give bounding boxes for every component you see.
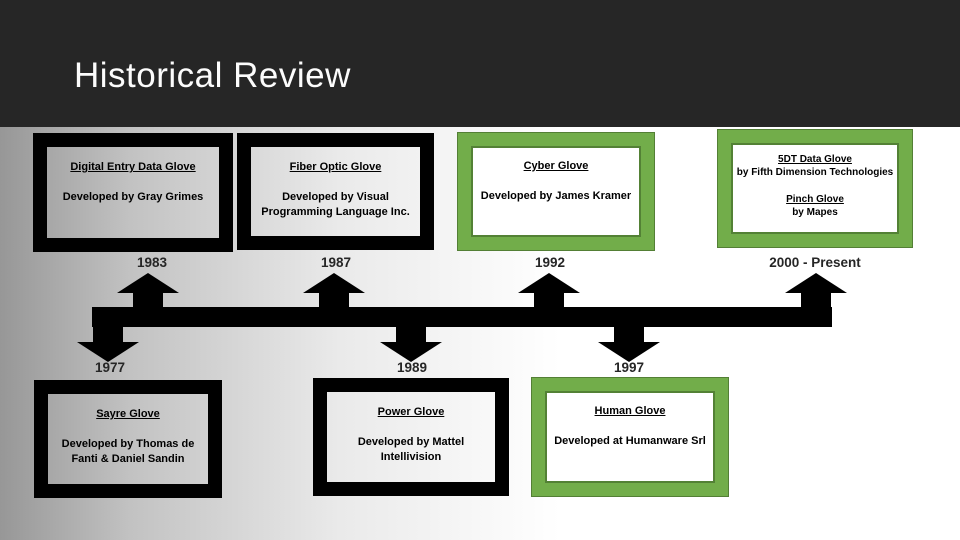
year-label-2000-present: 2000 - Present [769,255,861,270]
down-arrow-icon-1977 [77,327,139,362]
spacer [736,180,894,193]
event-title: Sayre Glove [96,408,160,420]
event-title: Digital Entry Data Glove [70,161,196,173]
event-box-content: Sayre Glove Developed by Thomas de Fanti… [48,394,208,484]
event-title: Human Glove [594,405,666,417]
event-box-content: Digital Entry Data Glove Developed by Gr… [47,147,219,238]
arrow-head [117,273,179,293]
event-title: 5DT Data Glove [778,154,852,165]
event-title: Power Glove [377,406,445,418]
event-box-content: 5DT Data Glove by Fifth Dimension Techno… [731,143,899,234]
up-arrow-icon-1987 [303,273,365,308]
event-description: Developed by Mattel Intellivision [357,436,465,464]
year-label-1989: 1989 [396,360,428,375]
arrow-stem [319,293,349,308]
event-description: Developed at Humanware Srl [554,435,706,448]
event-title-secondary: Pinch Glove [786,193,844,205]
arrow-head [518,273,580,293]
up-arrow-icon-1983 [117,273,179,308]
event-description: by Fifth Dimension Technologies [736,167,894,178]
event-box-content: Power Glove Developed by Mattel Intelliv… [327,392,495,482]
event-box-content: Human Glove Developed at Humanware Srl [545,391,715,483]
event-title: Fiber Optic Glove [289,161,382,173]
year-label-1977: 1977 [94,360,126,375]
event-description: Developed by Thomas de Fanti & Daniel Sa… [61,438,195,466]
event-box-sayre-glove: Sayre Glove Developed by Thomas de Fanti… [34,380,222,498]
arrow-stem [534,293,564,308]
event-box-content: Fiber Optic Glove Developed by Visual Pr… [251,147,420,236]
page-title: Historical Review [74,56,351,95]
arrow-stem [614,327,644,342]
down-arrow-icon-1989 [380,327,442,362]
year-label-1987: 1987 [320,255,352,270]
year-label-1997: 1997 [613,360,645,375]
event-description: Developed by Gray Grimes [62,191,204,204]
arrow-stem [133,293,163,308]
up-arrow-icon-2000 [785,273,847,308]
event-description: Developed by Visual Programming Language… [261,191,410,219]
arrow-head [380,342,442,362]
event-box-fiber-optic-glove: Fiber Optic Glove Developed by Visual Pr… [237,133,434,250]
year-label-1992: 1992 [534,255,566,270]
event-description-secondary: by Mapes [792,206,838,218]
arrow-head [77,342,139,362]
event-box-human-glove: Human Glove Developed at Humanware Srl [532,378,728,496]
arrow-stem [801,293,831,308]
event-box-power-glove: Power Glove Developed by Mattel Intelliv… [313,378,509,496]
year-label-1983: 1983 [136,255,168,270]
up-arrow-icon-1992 [518,273,580,308]
event-box-content: Cyber Glove Developed by James Kramer [471,146,641,237]
arrow-head [785,273,847,293]
arrow-head [303,273,365,293]
event-description: Developed by James Kramer [480,190,632,203]
event-box-digital-entry-data-glove: Digital Entry Data Glove Developed by Gr… [33,133,233,252]
arrow-stem [396,327,426,342]
event-box-cyber-glove: Cyber Glove Developed by James Kramer [458,133,654,250]
event-title: Cyber Glove [523,160,589,172]
timeline-bar [92,307,832,327]
event-box-5dt-data-glove: 5DT Data Glove by Fifth Dimension Techno… [718,130,912,247]
arrow-stem [93,327,123,342]
arrow-head [598,342,660,362]
title-band: Historical Review [0,0,960,127]
down-arrow-icon-1997 [598,327,660,362]
